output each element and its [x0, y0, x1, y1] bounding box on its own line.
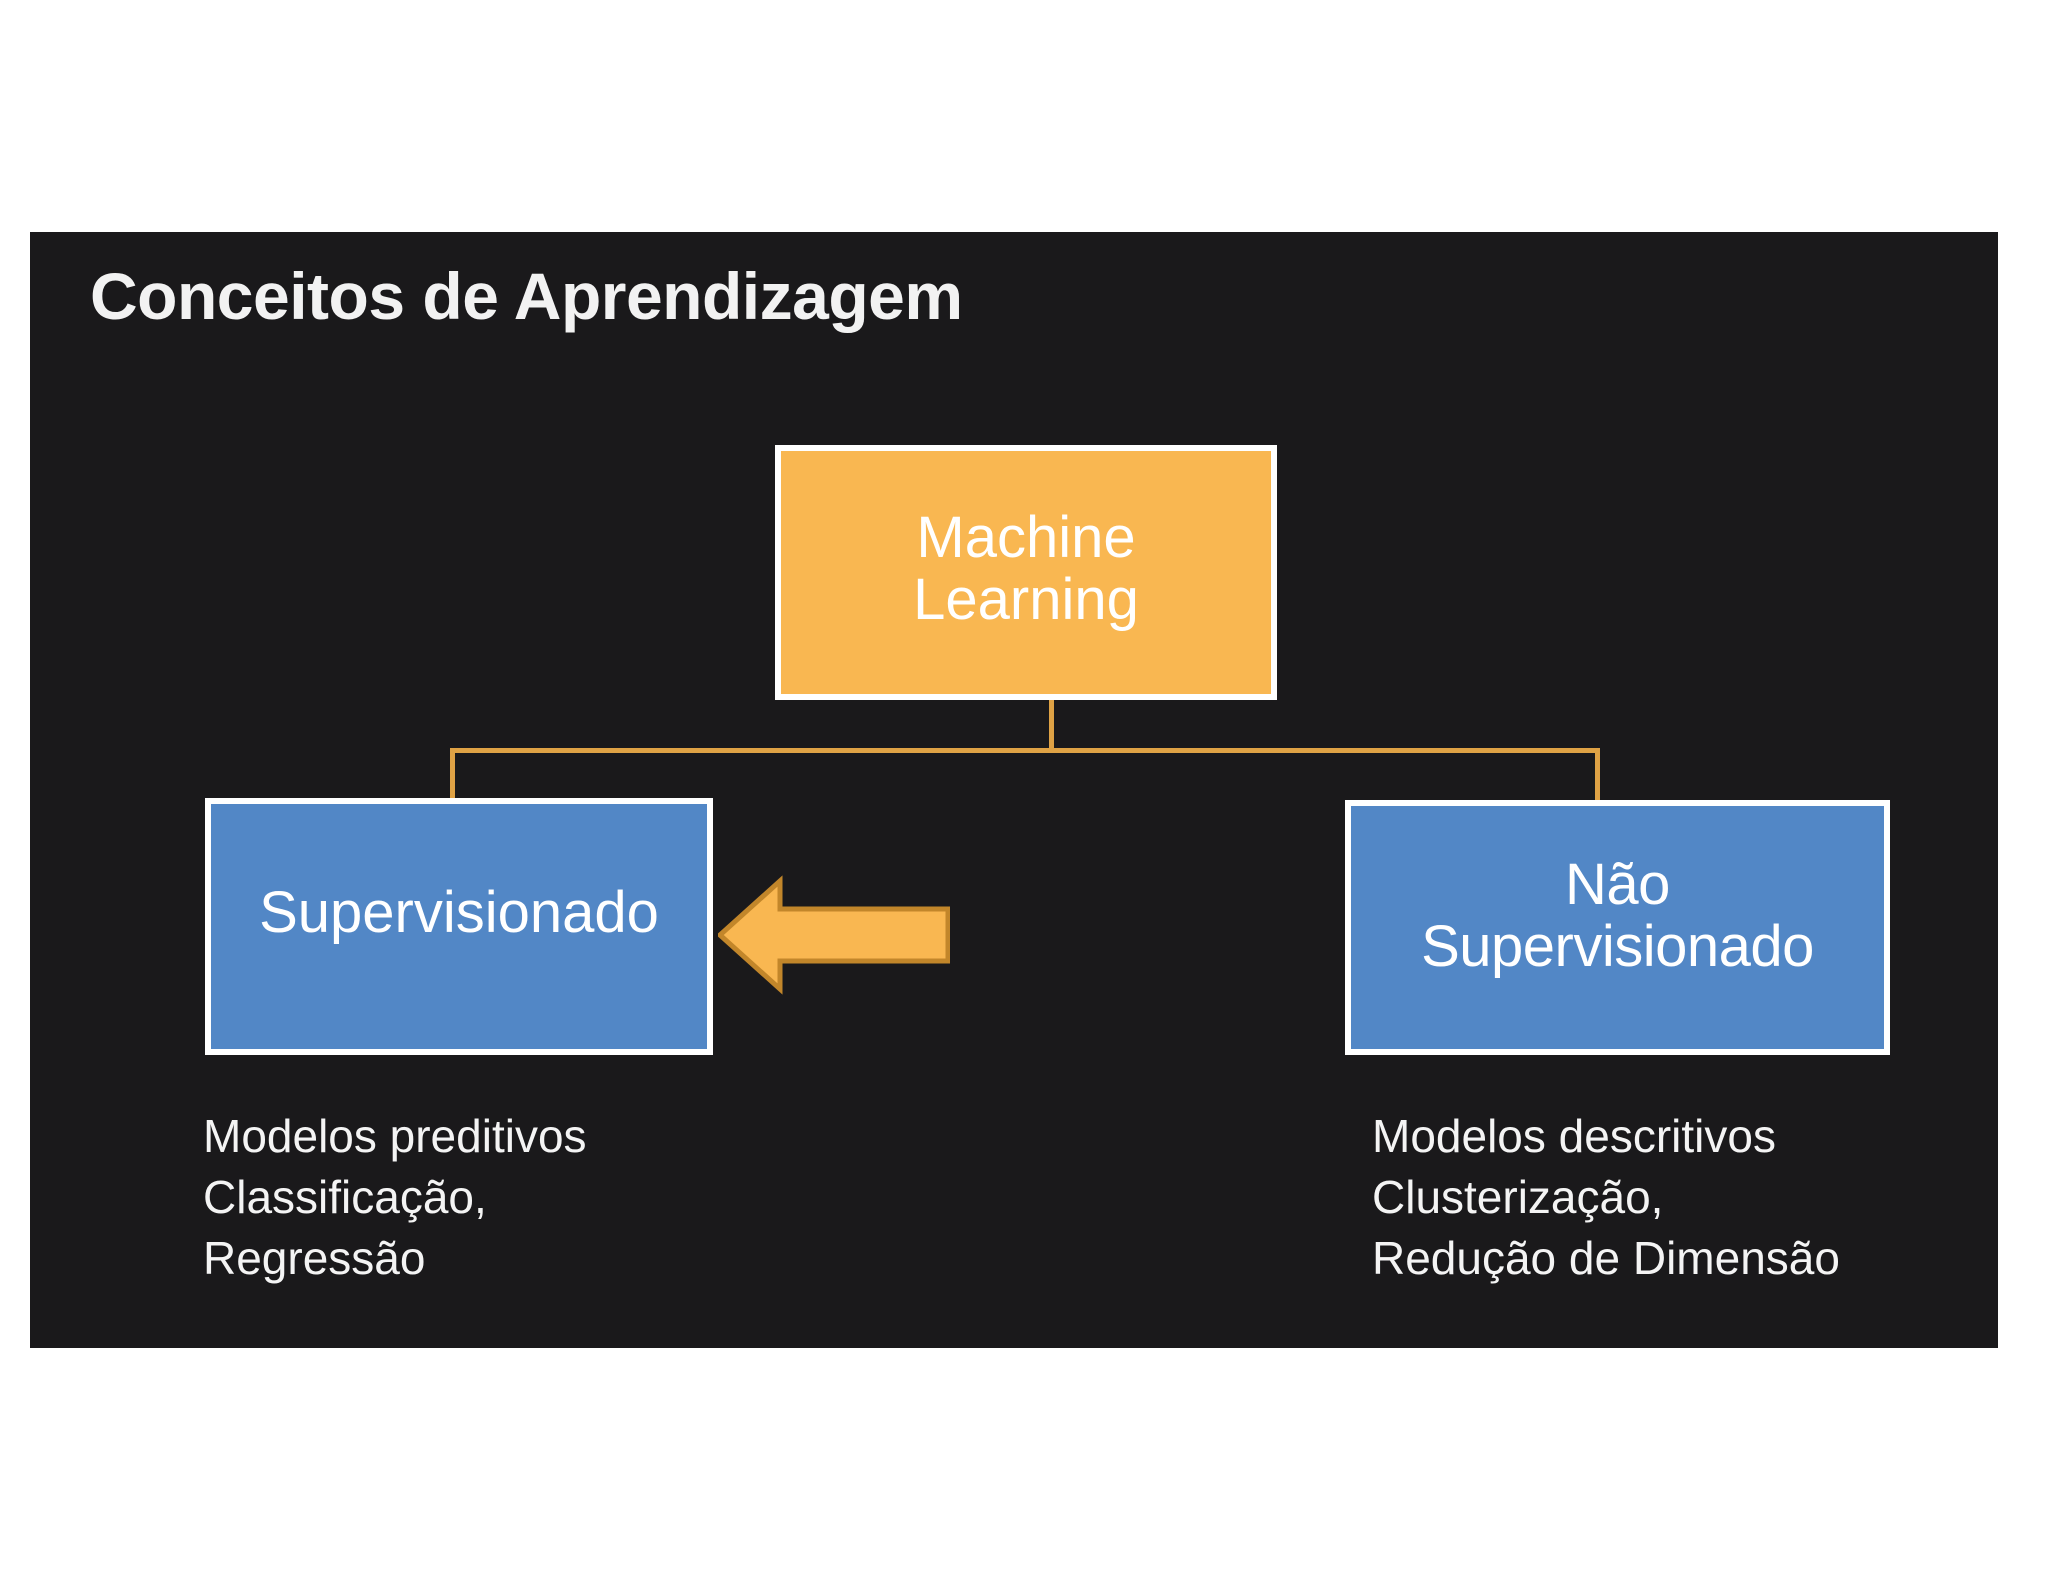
node-machine-learning-label: Machine Learning	[913, 505, 1139, 632]
content-panel	[30, 232, 1998, 1348]
caption-nao-supervisionado: Modelos descritivos Clusterização, Reduç…	[1372, 1110, 1840, 1285]
connector-horizontal-bar	[450, 748, 1600, 753]
caption-supervisionado: Modelos preditivos Classificação, Regres…	[203, 1110, 587, 1285]
node-supervisionado-label: Supervisionado	[259, 879, 659, 945]
node-machine-learning[interactable]: Machine Learning	[775, 445, 1277, 700]
arrow-left-icon	[716, 872, 951, 998]
connector-right-branch	[1595, 748, 1600, 800]
node-nao-supervisionado-label: Não Supervisionado	[1421, 852, 1814, 979]
node-supervisionado[interactable]: Supervisionado	[205, 798, 713, 1055]
connector-root-stem	[1049, 700, 1054, 752]
page-title: Conceitos de Aprendizagem	[90, 259, 963, 333]
node-nao-supervisionado[interactable]: Não Supervisionado	[1345, 800, 1890, 1055]
connector-left-branch	[450, 748, 455, 800]
